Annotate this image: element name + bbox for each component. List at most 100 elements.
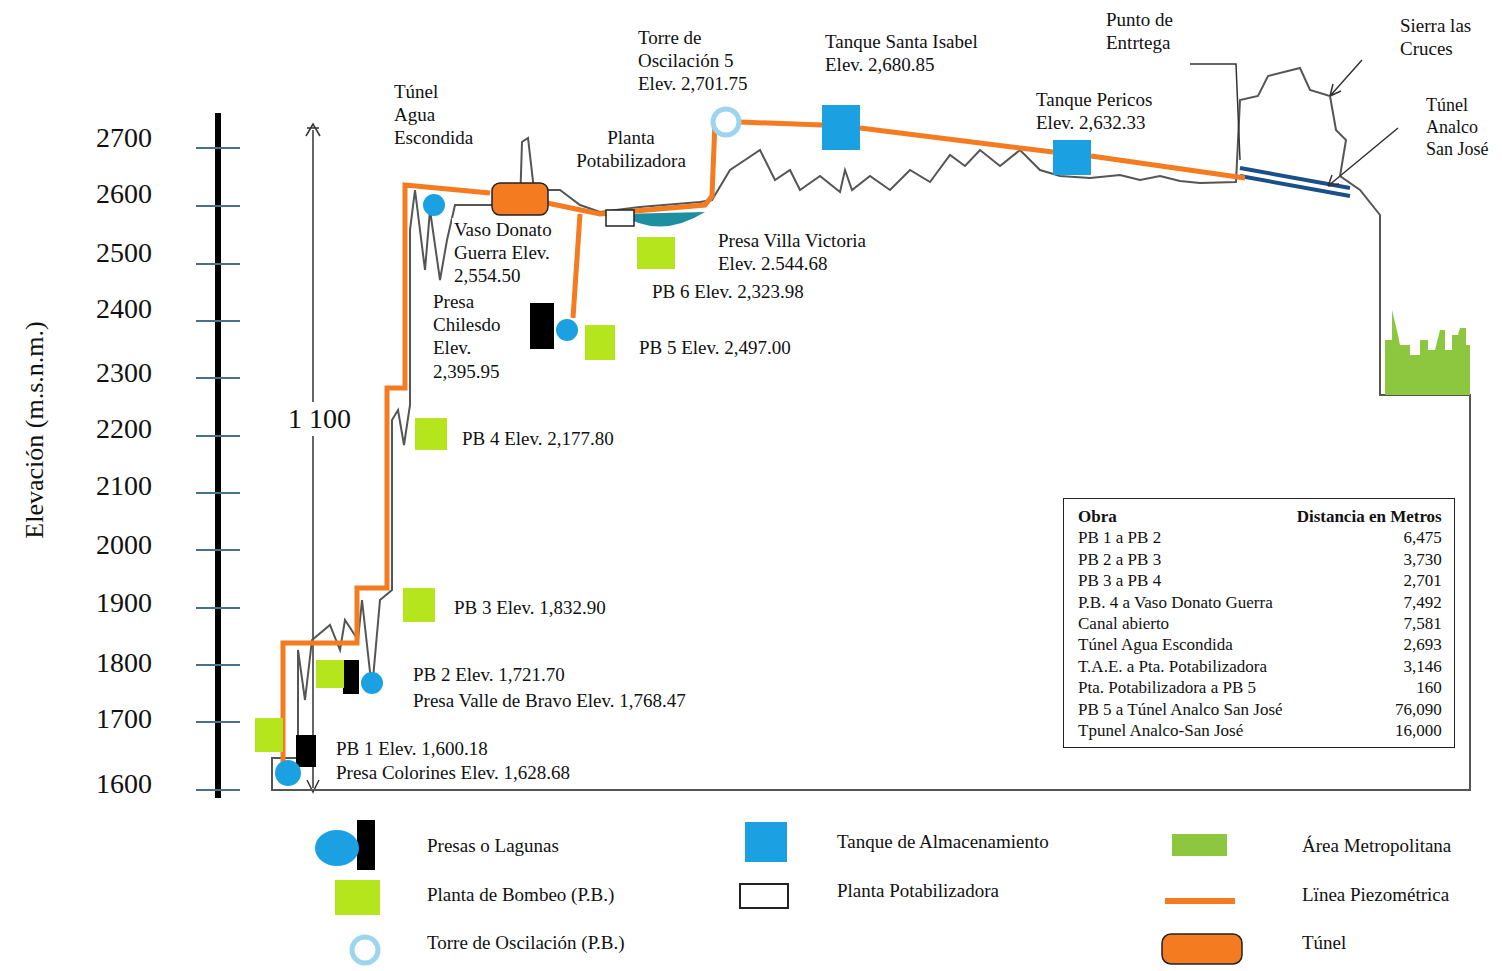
site-label: Punto de Entrtega	[1104, 8, 1208, 54]
site-label: Vaso Donato Guerra Elev. 2,554.50	[452, 218, 568, 288]
table-header: Obra	[1078, 507, 1283, 527]
leader-line	[1190, 64, 1240, 160]
table-header: Distancia en Metros	[1297, 507, 1442, 527]
table-cell: 2,693	[1297, 635, 1442, 655]
tank-symbol	[1053, 140, 1091, 175]
site-label: Presa Chilesdo Elev. 2,395.95	[431, 290, 515, 383]
axis-title: Elevación (m.s.n.m.)	[19, 319, 51, 540]
table-cell: 2,701	[1297, 571, 1442, 591]
site-label: PB 3 Elev. 1,832.90	[452, 596, 608, 619]
axis-ticks	[196, 148, 240, 790]
table-cell: P.B. 4 a Vaso Donato Guerra	[1078, 593, 1283, 613]
table-cell: 7,492	[1297, 593, 1442, 613]
pump-station-symbol	[637, 237, 675, 269]
tank-symbol	[822, 105, 860, 150]
dimension-arrowhead	[306, 124, 320, 136]
legend-label: Planta Potabilizadora	[837, 880, 999, 903]
table-cell: PB 3 a PB 4	[1078, 571, 1283, 591]
table-cell: PB 5 a Túnel Analco San José	[1078, 700, 1283, 720]
site-label: PB 5 Elev. 2,497.00	[637, 336, 793, 359]
legend-swatch	[1172, 834, 1227, 856]
pump-station-symbol	[585, 325, 615, 360]
legend-swatch	[1162, 934, 1242, 964]
table-cell: 76,090	[1297, 700, 1442, 720]
site-label: PB 1 Elev. 1,600.18	[334, 737, 490, 760]
table-cell: Tpunel Analco-San José	[1078, 721, 1283, 741]
pump-station-symbol	[316, 660, 344, 688]
dam-symbol	[423, 194, 445, 216]
site-label: Túnel Agua Escondida	[392, 80, 484, 150]
dam-symbol	[530, 303, 554, 349]
legend-label: Túnel	[1302, 932, 1346, 955]
surge-tower-symbol	[713, 109, 739, 135]
table-cell: 7,581	[1297, 614, 1442, 634]
axis-tick-label: 2100	[60, 469, 154, 503]
dimension-label: 1 100	[286, 402, 353, 436]
legend-swatches	[315, 820, 1242, 964]
site-label: PB 2 Elev. 1,721.70	[411, 663, 567, 686]
table-cell: PB 1 a PB 2	[1078, 528, 1283, 548]
elevation-axis	[215, 113, 221, 798]
axis-tick-label: 1800	[60, 646, 154, 680]
table-cell: 160	[1297, 678, 1442, 698]
leader-line	[1330, 60, 1362, 96]
axis-tick-label: 2200	[60, 412, 154, 446]
legend-swatch	[335, 880, 380, 915]
site-label: Presa Valle de Bravo Elev. 1,768.47	[411, 689, 688, 712]
legend-swatch	[315, 820, 375, 870]
distance-table: Obra Distancia en Metros PB 1 a PB 2 6,475P…	[1063, 498, 1455, 748]
terrain-profile	[272, 68, 1470, 790]
site-label: Tanque Santa Isabel Elev. 2,680.85	[823, 30, 992, 76]
table-cell: Canal abierto	[1078, 614, 1283, 634]
site-label: Presa Villa Victoria Elev. 2.544.68	[716, 229, 895, 275]
table-cell: PB 2 a PB 3	[1078, 550, 1283, 570]
axis-tick-label: 2400	[60, 292, 154, 326]
pump-station-symbol	[403, 588, 435, 622]
treatment-plant-symbol	[606, 210, 634, 226]
site-label: PB 6 Elev. 2,323.98	[650, 280, 806, 303]
legend-label: Lïnea Piezométrica	[1302, 884, 1449, 907]
site-label: Túnel Analco San José	[1424, 95, 1500, 161]
site-label: PB 4 Elev. 2,177.80	[460, 427, 616, 450]
legend-label: Área Metropolitana	[1302, 835, 1451, 858]
axis-tick-label: 1600	[60, 767, 154, 801]
dam-symbol	[343, 660, 359, 694]
pump-station-symbol	[255, 718, 283, 752]
legend-label: Tanque de Almacenamiento	[837, 831, 1049, 854]
axis-tick-label: 2000	[60, 528, 154, 562]
leader-line	[1328, 128, 1398, 186]
legend-swatch	[352, 937, 378, 963]
axis-tick-label: 1900	[60, 586, 154, 620]
axis-tick-label: 1700	[60, 702, 154, 736]
legend-swatch	[745, 822, 787, 862]
table-cell: T.A.E. a Pta. Potabilizadora	[1078, 657, 1283, 677]
site-label: Presa Colorines Elev. 1,628.68	[334, 761, 572, 784]
legend-label: Planta de Bombeo (P.B.)	[427, 884, 614, 907]
pump-station-symbol	[415, 418, 447, 450]
dam-symbol	[296, 735, 316, 767]
axis-tick-label: 2300	[60, 356, 154, 390]
site-label: Sierra las Cruces	[1398, 14, 1490, 60]
table-cell: 3,146	[1297, 657, 1442, 677]
piezometric-line	[573, 214, 580, 318]
table-cell: Pta. Potabilizadora a PB 5	[1078, 678, 1283, 698]
dam-symbol	[361, 672, 383, 694]
axis-tick-label: 2500	[60, 236, 154, 270]
dam-symbol	[556, 319, 578, 341]
dam-symbol	[275, 760, 301, 786]
legend-swatch	[1165, 898, 1235, 904]
table-cell: 6,475	[1297, 528, 1442, 548]
tunnel-symbol	[492, 183, 548, 215]
legend-label: Presas o Lagunas	[427, 835, 559, 858]
site-label: Tanque Pericos Elev. 2,632.33	[1034, 88, 1176, 134]
dimension-line	[312, 130, 314, 788]
site-label: Torre de Oscilación 5 Elev. 2,701.75	[636, 26, 764, 96]
table-cell: 16,000	[1297, 721, 1442, 741]
table-grid: Obra Distancia en Metros PB 1 a PB 2 6,475P…	[1078, 507, 1442, 741]
legend-swatch	[740, 884, 788, 908]
table-cell: Túnel Agua Escondida	[1078, 635, 1283, 655]
table-cell: 3,730	[1297, 550, 1442, 570]
site-label: Planta Potabilizadora	[566, 126, 696, 172]
